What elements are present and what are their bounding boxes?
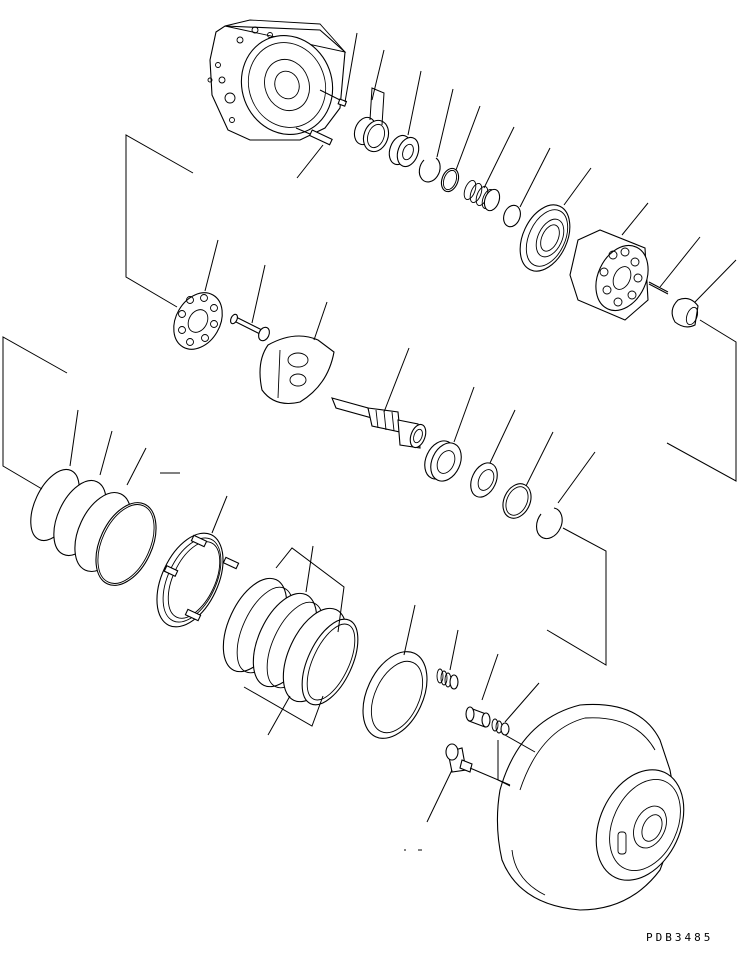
spring-small-2: [492, 719, 509, 735]
ring-small: [501, 203, 524, 229]
pin-long: [296, 128, 332, 145]
snap-ring-top: [419, 158, 440, 182]
leader-lines: [3, 33, 736, 850]
spring: [462, 179, 502, 213]
brake-piston: [143, 523, 238, 637]
bearing-1: [419, 436, 467, 486]
spherical-bushing: [672, 298, 700, 326]
retainer-plate: [164, 284, 232, 358]
bearing-2: [466, 459, 503, 502]
pin-thin: [649, 282, 668, 294]
elbow-fitting: [446, 744, 472, 772]
motor-housing: [497, 704, 700, 910]
o-ring-pair-top: [351, 114, 393, 155]
separator-plate: [350, 641, 440, 748]
motor-case: [208, 20, 346, 147]
ball-bearing-large: [510, 197, 579, 279]
dowel-pin-small: [320, 90, 346, 106]
needle-bearing: [385, 132, 422, 169]
piston: [229, 313, 271, 342]
washer-top: [438, 166, 461, 194]
snap-ring-mid: [537, 508, 563, 539]
cylinder-block: [570, 230, 658, 320]
drive-shaft: [332, 398, 429, 450]
seal-ring-4: [84, 493, 168, 595]
friction-plates: [210, 569, 369, 713]
washer-mid: [498, 479, 537, 523]
drawing-reference-code: PDB3485: [646, 931, 714, 944]
spring-small-1: [437, 669, 458, 689]
plug: [466, 707, 490, 727]
swash-plate: [260, 336, 334, 404]
